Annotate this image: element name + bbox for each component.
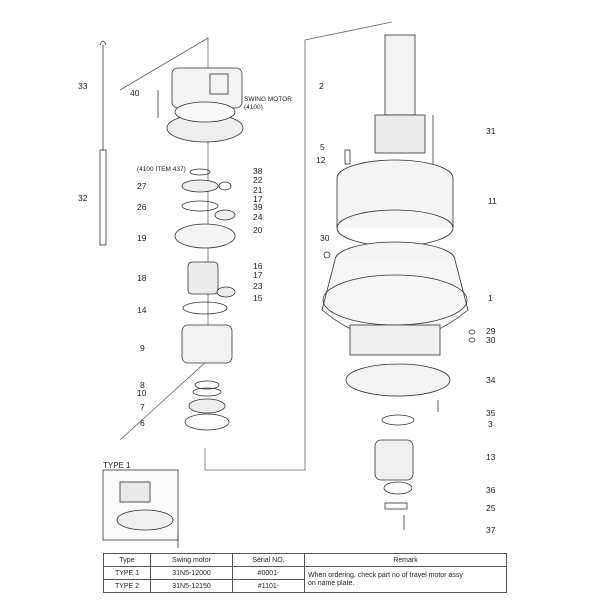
- part-number-6: 6: [140, 418, 145, 428]
- part-number-13: 13: [486, 452, 496, 462]
- header-type: Type: [103, 553, 151, 567]
- part-number-17: 17: [253, 194, 263, 204]
- part-number-3: 3: [488, 419, 493, 429]
- part-number-9: 9: [140, 343, 145, 353]
- part-number-39: 39: [253, 202, 263, 212]
- part-number-37: 37: [486, 525, 496, 535]
- part-number-10: 10: [137, 388, 147, 398]
- swing-motor-label-line1: SWING MOTOR: [244, 96, 292, 103]
- part-number-32: 32: [78, 193, 88, 203]
- part-number-30: 30: [320, 233, 330, 243]
- remark-line2: on name plate.: [308, 579, 355, 587]
- part-number-33: 33: [78, 81, 88, 91]
- part-number-18: 18: [137, 273, 147, 283]
- cell-motor: 31N5-12150: [150, 579, 233, 593]
- part-number-36: 36: [486, 485, 496, 495]
- type-caption: TYPE 1: [103, 461, 131, 470]
- swing-motor-type-table: Type Swing motor Serial NO. Remark TYPE …: [103, 553, 507, 593]
- part-number-1: 1: [488, 293, 493, 303]
- cell-motor: 31N5-12000: [150, 566, 233, 580]
- part-number-38: 38: [253, 166, 263, 176]
- header-remark: Remark: [304, 553, 507, 567]
- cell-type: TYPE 2: [103, 579, 151, 593]
- part-number-27: 27: [137, 181, 147, 191]
- item-reference-label: (4100 ITEM 437): [137, 166, 186, 173]
- part-number-34: 34: [486, 375, 496, 385]
- part-number-17: 17: [253, 270, 263, 280]
- remark-line1: When ordering, check part no of travel m…: [308, 571, 463, 579]
- part-number-35: 35: [486, 408, 496, 418]
- part-number-29: 29: [486, 326, 496, 336]
- part-number-15: 15: [253, 293, 263, 303]
- part-number-12: 12: [316, 155, 326, 165]
- part-number-5: 5: [320, 142, 325, 152]
- table-row: TYPE 1 31N5-12000 #0001- When ordering, …: [103, 566, 507, 593]
- part-number-7: 7: [140, 402, 145, 412]
- part-number-30: 30: [486, 335, 496, 345]
- swing-motor-label: SWING MOTOR (4100): [244, 96, 292, 112]
- part-number-21: 21: [253, 185, 263, 195]
- part-number-25: 25: [486, 503, 496, 513]
- cell-serial: #1101-: [232, 579, 305, 593]
- part-number-11: 11: [488, 196, 497, 206]
- part-number-19: 19: [137, 233, 147, 243]
- part-number-22: 22: [253, 175, 263, 185]
- part-number-20: 20: [253, 225, 263, 235]
- cell-type: TYPE 1: [103, 566, 151, 580]
- header-serial-no: Serial NO.: [232, 553, 305, 567]
- table-row: TYPE 2 31N5-12150 #1101-: [103, 579, 507, 593]
- swing-motor-body: [166, 67, 244, 143]
- part-number-14: 14: [137, 305, 147, 315]
- part-number-16: 16: [253, 261, 263, 271]
- table-header-row: Type Swing motor Serial NO. Remark: [103, 553, 507, 567]
- cell-remark: When ordering, check part no of travel m…: [304, 566, 507, 593]
- part-number-2: 2: [319, 81, 324, 91]
- part-number-40: 40: [130, 88, 140, 98]
- part-number-26: 26: [137, 202, 147, 212]
- part-number-31: 31: [486, 126, 496, 136]
- header-swing-motor: Swing motor: [150, 553, 233, 567]
- cell-serial: #0001-: [232, 566, 305, 580]
- part-number-8: 8: [140, 380, 145, 390]
- part-number-24: 24: [253, 212, 263, 222]
- swing-motor-label-line2: (4100): [244, 104, 263, 111]
- part-number-23: 23: [253, 281, 263, 291]
